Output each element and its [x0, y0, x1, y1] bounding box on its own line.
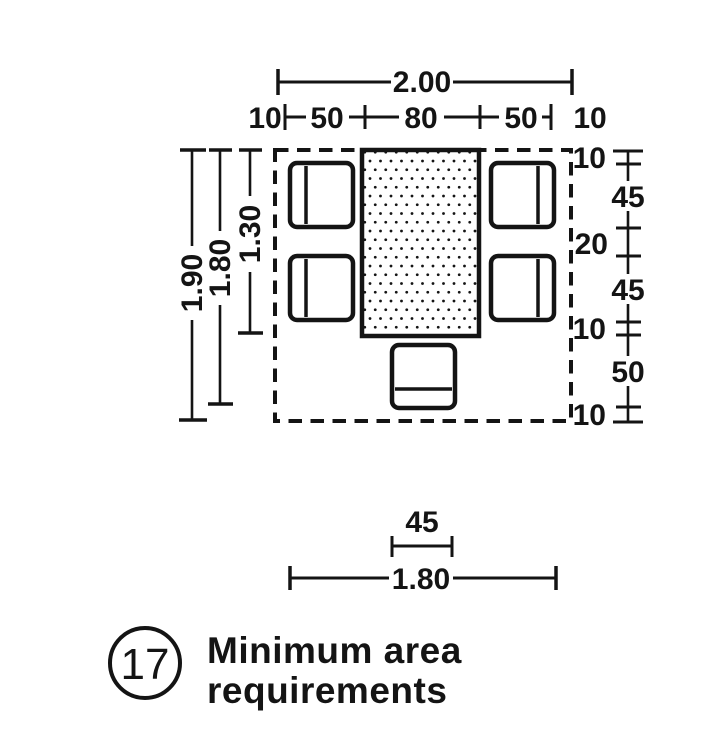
- dim-label-1-90: 1.90: [176, 254, 209, 312]
- dim-label-top-10-left: 10: [248, 102, 281, 135]
- dim-label-seat-width: 45: [405, 506, 438, 539]
- dim-label-top-total: 2.00: [393, 66, 451, 99]
- label-mask: [177, 246, 207, 320]
- dim-label-right-10-a: 10: [573, 142, 606, 175]
- dim-label-right-10-c: 10: [573, 399, 606, 432]
- label-mask: [605, 181, 650, 211]
- dim-label-right-50: 50: [611, 356, 644, 389]
- dim-label-right-20: 20: [575, 228, 608, 261]
- dim-label-1-80: 1.80: [204, 239, 237, 297]
- chair-mid-left: [287, 253, 356, 323]
- label-mask: [306, 102, 349, 132]
- figure-caption: 17 Minimum area requirements: [108, 626, 462, 711]
- chair-top-right: [488, 160, 557, 230]
- dim-label-right-45-a: 45: [611, 181, 644, 214]
- dim-label-1-30: 1.30: [234, 205, 267, 263]
- table-top-outline: [359, 147, 482, 339]
- label-mask: [399, 102, 444, 132]
- dim-label-bottom-total: 1.80: [392, 563, 450, 596]
- label-mask: [605, 356, 650, 386]
- chairs: [287, 160, 557, 411]
- dining-table: [359, 147, 482, 339]
- dim-seat-width: [390, 536, 454, 557]
- label-mask: [389, 562, 453, 595]
- label-mask: [235, 196, 265, 272]
- label-mask: [205, 231, 235, 305]
- label-mask: [605, 274, 650, 304]
- dim-label-top-80: 80: [404, 102, 437, 135]
- dim-label-top-50-left: 50: [310, 102, 343, 135]
- caption-title-line2: requirements: [207, 670, 447, 711]
- figure-number: 17: [121, 640, 170, 689]
- label-mask: [499, 102, 542, 132]
- dim-label-top-10-right: 10: [573, 102, 606, 135]
- dim-label-top-50-right: 50: [504, 102, 537, 135]
- chair-mid-right: [488, 253, 557, 323]
- dim-label-right-10-b: 10: [573, 313, 606, 346]
- figure-number-circle: [108, 626, 182, 700]
- caption-title-line1: Minimum area: [207, 630, 462, 671]
- clearance-boundary-outline: [273, 148, 573, 423]
- label-mask: [391, 65, 453, 98]
- dim-label-right-45-b: 45: [611, 274, 644, 307]
- chair-top-left: [287, 160, 356, 230]
- chair-bottom-center: [389, 342, 458, 411]
